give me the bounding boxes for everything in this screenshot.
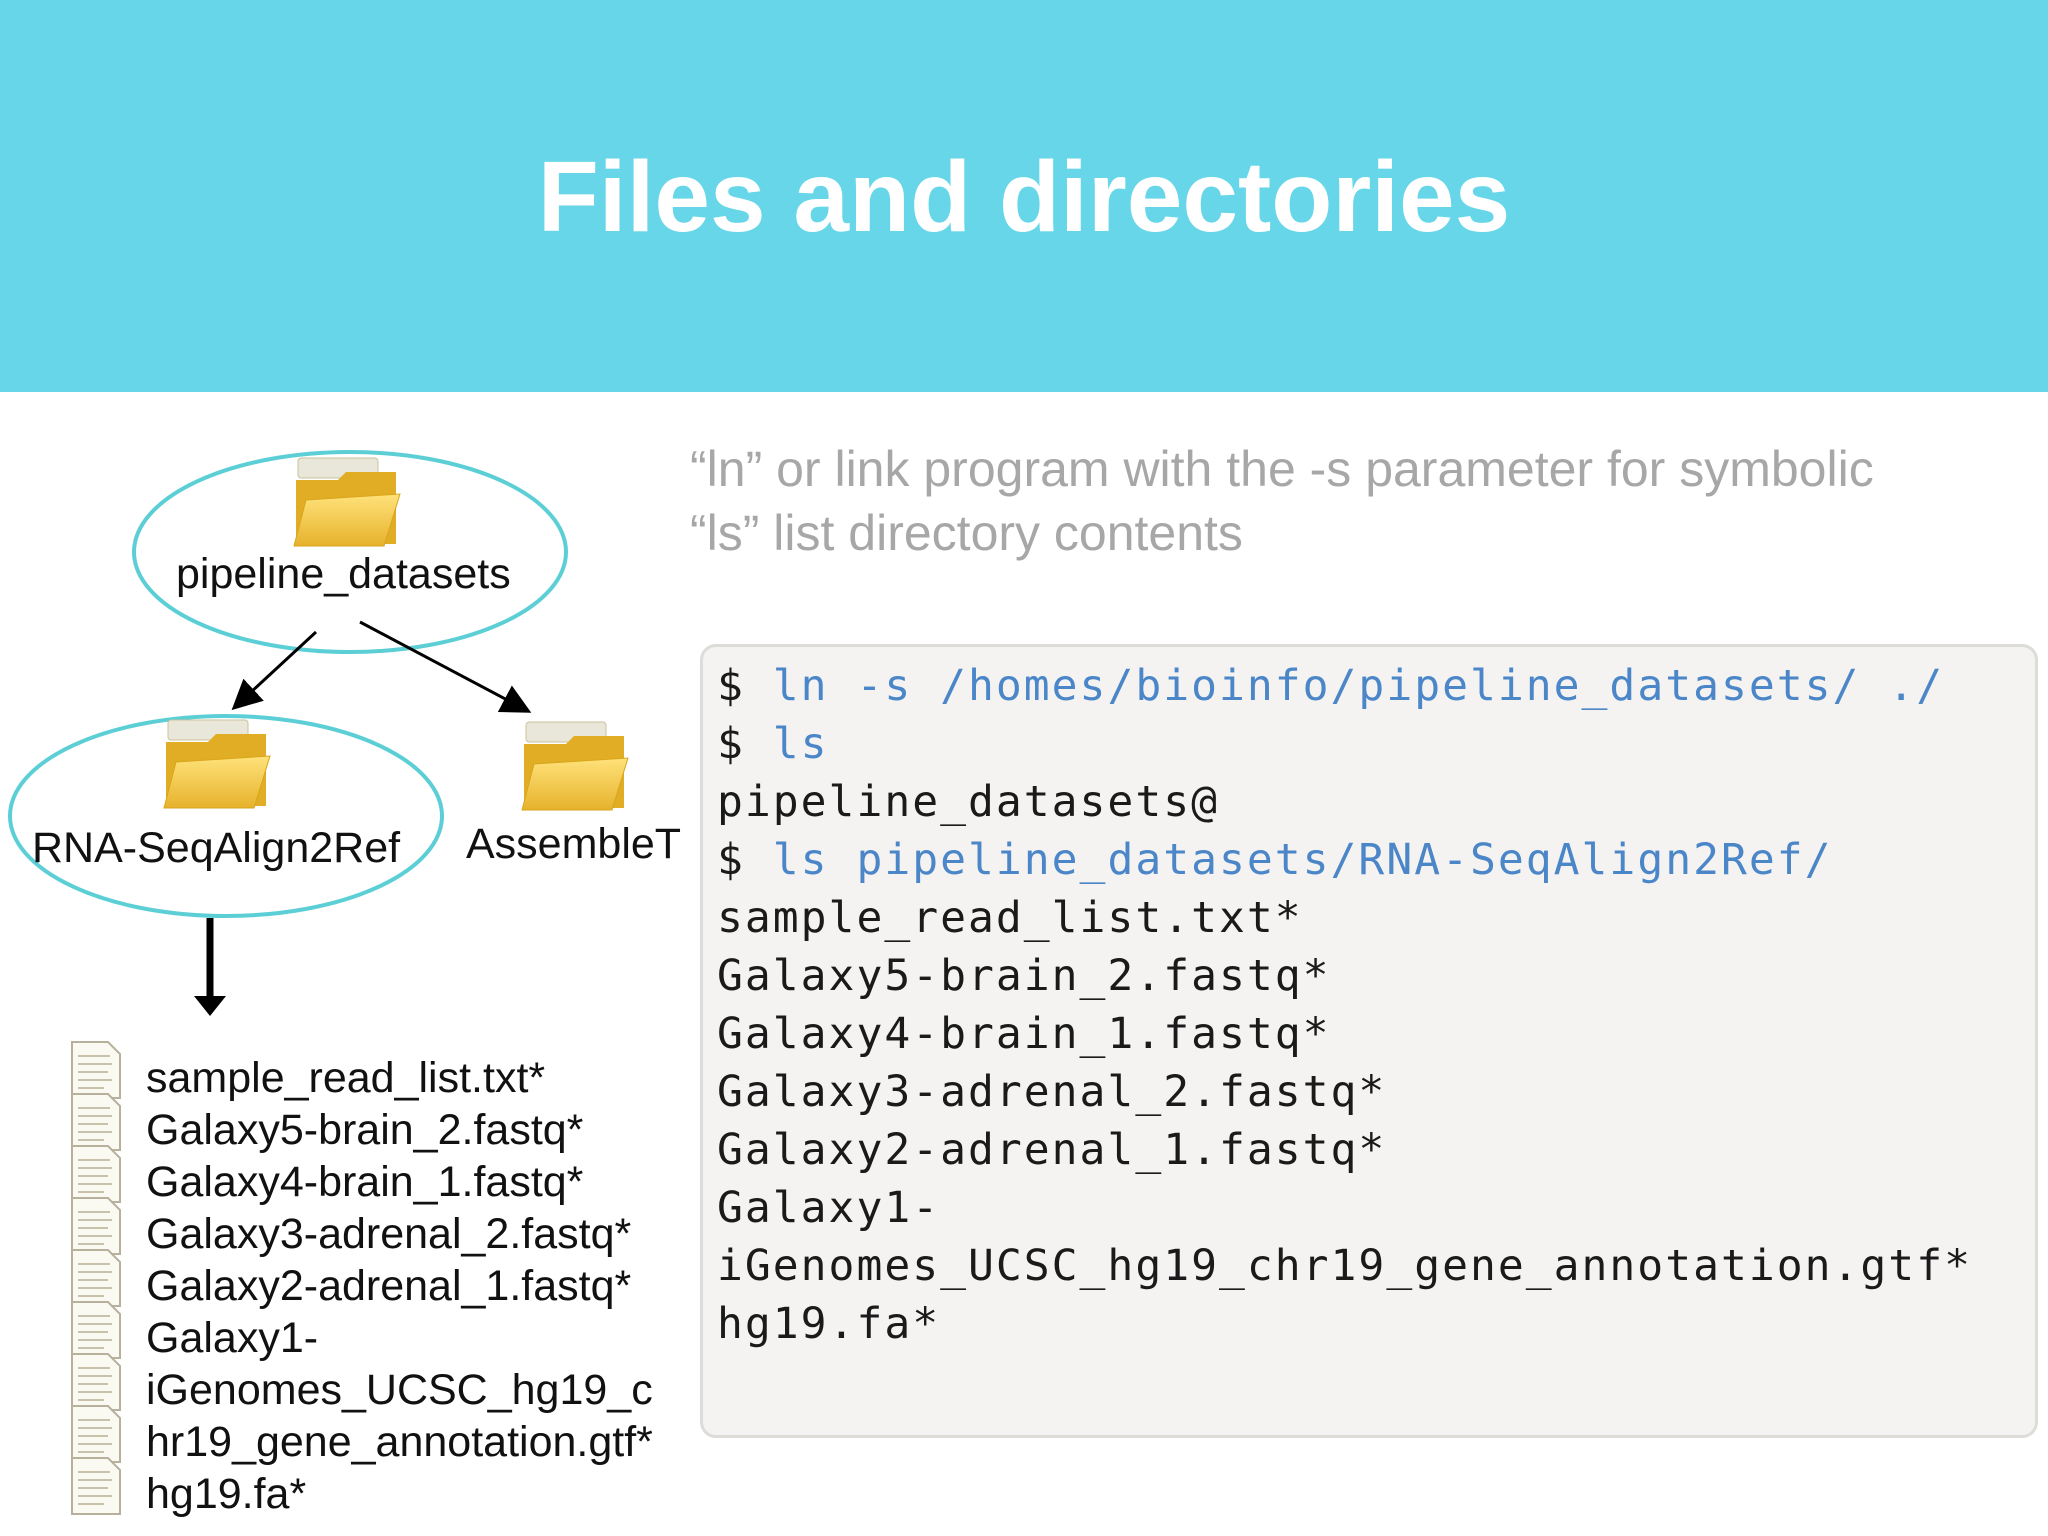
document-icon: [71, 1405, 121, 1463]
arrow-to-assemble: [359, 620, 532, 713]
node-label-assemble: AssembleT: [466, 820, 682, 868]
terminal-line-1: $ ln -s /homes/bioinfo/pipeline_datasets…: [717, 661, 1944, 711]
arrow-to-files-head: [194, 996, 226, 1016]
terminal-output: Galaxy2-adrenal_1.fastq*: [717, 1125, 1387, 1175]
terminal-output: pipeline_datasets@: [717, 777, 1219, 827]
terminal-output: sample_read_list.txt*: [717, 893, 1303, 943]
terminal-line-2: $ ls: [717, 719, 829, 769]
description-ln: “ln” or link program with the -s paramet…: [690, 441, 1874, 497]
rna-ellipse: [8, 714, 444, 918]
arrow-to-rna: [231, 630, 318, 711]
document-icon: [71, 1353, 121, 1411]
file-item: Galaxy3-adrenal_2.fastq*: [146, 1210, 632, 1258]
file-item: Galaxy4-brain_1.fastq*: [146, 1158, 584, 1206]
document-icon: [71, 1457, 121, 1515]
terminal-output: iGenomes_UCSC_hg19_chr19_gene_annotation…: [717, 1241, 1972, 1291]
terminal-box: $ ln -s /homes/bioinfo/pipeline_datasets…: [700, 644, 2038, 1438]
document-icon: [71, 1145, 121, 1203]
file-item: sample_read_list.txt*: [146, 1054, 546, 1102]
file-item: Galaxy2-adrenal_1.fastq*: [146, 1262, 632, 1310]
command: ls pipeline_datasets/RNA-SeqAlign2Ref/: [772, 835, 1833, 885]
terminal-output: Galaxy5-brain_2.fastq*: [717, 951, 1331, 1001]
file-item: Galaxy5-brain_2.fastq*: [146, 1106, 584, 1154]
document-icon: [71, 1301, 121, 1359]
document-icon: [71, 1197, 121, 1255]
terminal-output: hg19.fa*: [717, 1299, 941, 1349]
terminal-line-4: $ ls pipeline_datasets/RNA-SeqAlign2Ref/: [717, 835, 1833, 885]
folder-icon-assemble: [521, 721, 629, 811]
prompt: $: [717, 661, 773, 711]
terminal-output: Galaxy1-: [717, 1183, 941, 1233]
document-icon: [71, 1093, 121, 1151]
command: ln -s /homes/bioinfo/pipeline_datasets/ …: [772, 661, 1945, 711]
terminal-output: Galaxy3-adrenal_2.fastq*: [717, 1067, 1387, 1117]
document-icon: [71, 1041, 121, 1099]
file-item: iGenomes_UCSC_hg19_c: [146, 1366, 653, 1414]
folder-icon-rna: [163, 719, 271, 809]
slide-title: Files and directories: [537, 141, 1511, 253]
prompt: $: [717, 835, 773, 885]
header-banner: Files and directories: [0, 0, 2048, 392]
document-icon: [71, 1249, 121, 1307]
file-item: hr19_gene_annotation.gtf*: [146, 1418, 653, 1466]
file-item: Galaxy1-: [146, 1314, 319, 1362]
root-ellipse: [132, 450, 568, 654]
terminal-output: Galaxy4-brain_1.fastq*: [717, 1009, 1331, 1059]
prompt: $: [717, 719, 773, 769]
command: ls: [772, 719, 829, 769]
file-item: hg19.fa*: [146, 1470, 307, 1518]
node-label-root: pipeline_datasets: [176, 550, 511, 598]
folder-icon-root: [293, 457, 401, 547]
node-label-rna: RNA-SeqAlign2Ref: [32, 824, 401, 872]
description-ls: “ls” list directory contents: [690, 505, 1243, 561]
